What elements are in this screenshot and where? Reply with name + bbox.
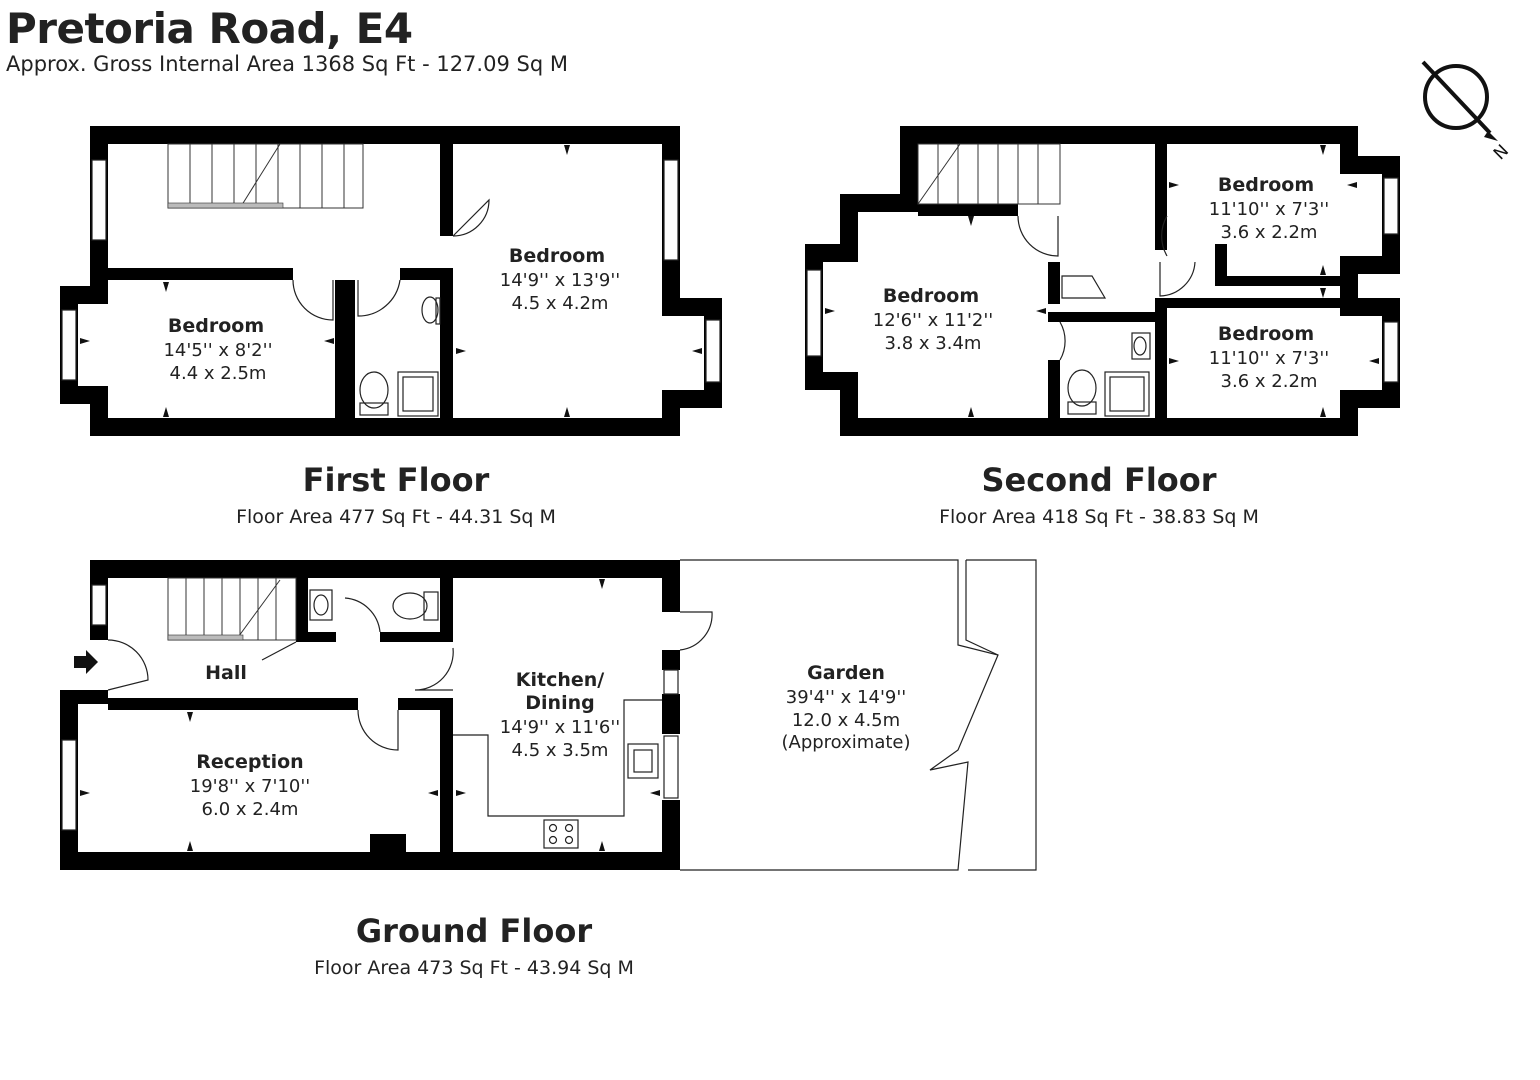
- second-floor-bedroom-2-name: Bedroom: [1218, 174, 1314, 196]
- first-floor-bedroom-1-name: Bedroom: [168, 315, 264, 337]
- garden-note: (Approximate): [781, 732, 910, 753]
- second-floor-bedroom-1-dim-metric: 3.8 x 3.4m: [885, 333, 982, 354]
- first-floor-bedroom-2-dim-imperial: 14'9'' x 13'9'': [500, 270, 621, 291]
- second-floor-bedroom-3-name: Bedroom: [1218, 323, 1314, 345]
- first-floor-bedroom-2-name: Bedroom: [509, 245, 605, 267]
- garden-name: Garden: [807, 662, 885, 684]
- ground-floor-plan: Hall Reception 19'8'' x 7'10'' 6.0 x 2.4…: [60, 559, 1037, 979]
- first-floor-bedroom-1-dim-metric: 4.4 x 2.5m: [170, 363, 267, 384]
- first-floor-plan: Bedroom 14'5'' x 8'2'' 4.4 x 2.5m Bedroo…: [60, 126, 722, 528]
- second-floor-bedroom-1-name: Bedroom: [883, 285, 979, 307]
- kitchen-dim-metric: 4.5 x 3.5m: [512, 740, 609, 761]
- first-floor-bedroom-2-dim-metric: 4.5 x 4.2m: [512, 293, 609, 314]
- hall-label: Hall: [205, 662, 247, 684]
- second-floor-bedroom-2-dim-metric: 3.6 x 2.2m: [1221, 222, 1318, 243]
- gross-area-subtitle: Approx. Gross Internal Area 1368 Sq Ft -…: [6, 52, 568, 76]
- garden-dim-imperial: 39'4'' x 14'9'': [786, 687, 907, 708]
- entrance-arrow-icon: [74, 650, 98, 674]
- reception-dim-metric: 6.0 x 2.4m: [202, 799, 299, 820]
- second-floor-plan: Bedroom 12'6'' x 11'2'' 3.8 x 3.4m Bedro…: [805, 126, 1400, 528]
- page-title: Pretoria Road, E4: [6, 4, 413, 53]
- kitchen-name-line1: Kitchen/: [516, 669, 605, 691]
- second-floor-bedroom-3-dim-imperial: 11'10'' x 7'3'': [1209, 348, 1330, 369]
- second-floor-bedroom-1-dim-imperial: 12'6'' x 11'2'': [873, 310, 994, 331]
- ground-floor-area: Floor Area 473 Sq Ft - 43.94 Sq M: [314, 957, 634, 979]
- first-floor-area: Floor Area 477 Sq Ft - 44.31 Sq M: [236, 506, 556, 528]
- kitchen-dim-imperial: 14'9'' x 11'6'': [500, 717, 621, 738]
- ground-floor-title: Ground Floor: [356, 912, 592, 950]
- kitchen-name-line2: Dining: [525, 692, 594, 714]
- second-floor-area: Floor Area 418 Sq Ft - 38.83 Sq M: [939, 506, 1259, 528]
- first-floor-bedroom-1-dim-imperial: 14'5'' x 8'2'': [163, 340, 272, 361]
- reception-name: Reception: [196, 751, 303, 773]
- compass-label: N: [1490, 141, 1513, 164]
- garden-dim-metric: 12.0 x 4.5m: [792, 710, 900, 731]
- second-floor-bedroom-3-dim-metric: 3.6 x 2.2m: [1221, 371, 1318, 392]
- garden-area: [680, 559, 1037, 871]
- reception-dim-imperial: 19'8'' x 7'10'': [190, 776, 311, 797]
- north-arrow-icon: N: [1421, 60, 1513, 164]
- second-floor-bedroom-2-dim-imperial: 11'10'' x 7'3'': [1209, 199, 1330, 220]
- first-floor-title: First Floor: [303, 461, 490, 499]
- second-floor-title: Second Floor: [981, 461, 1216, 499]
